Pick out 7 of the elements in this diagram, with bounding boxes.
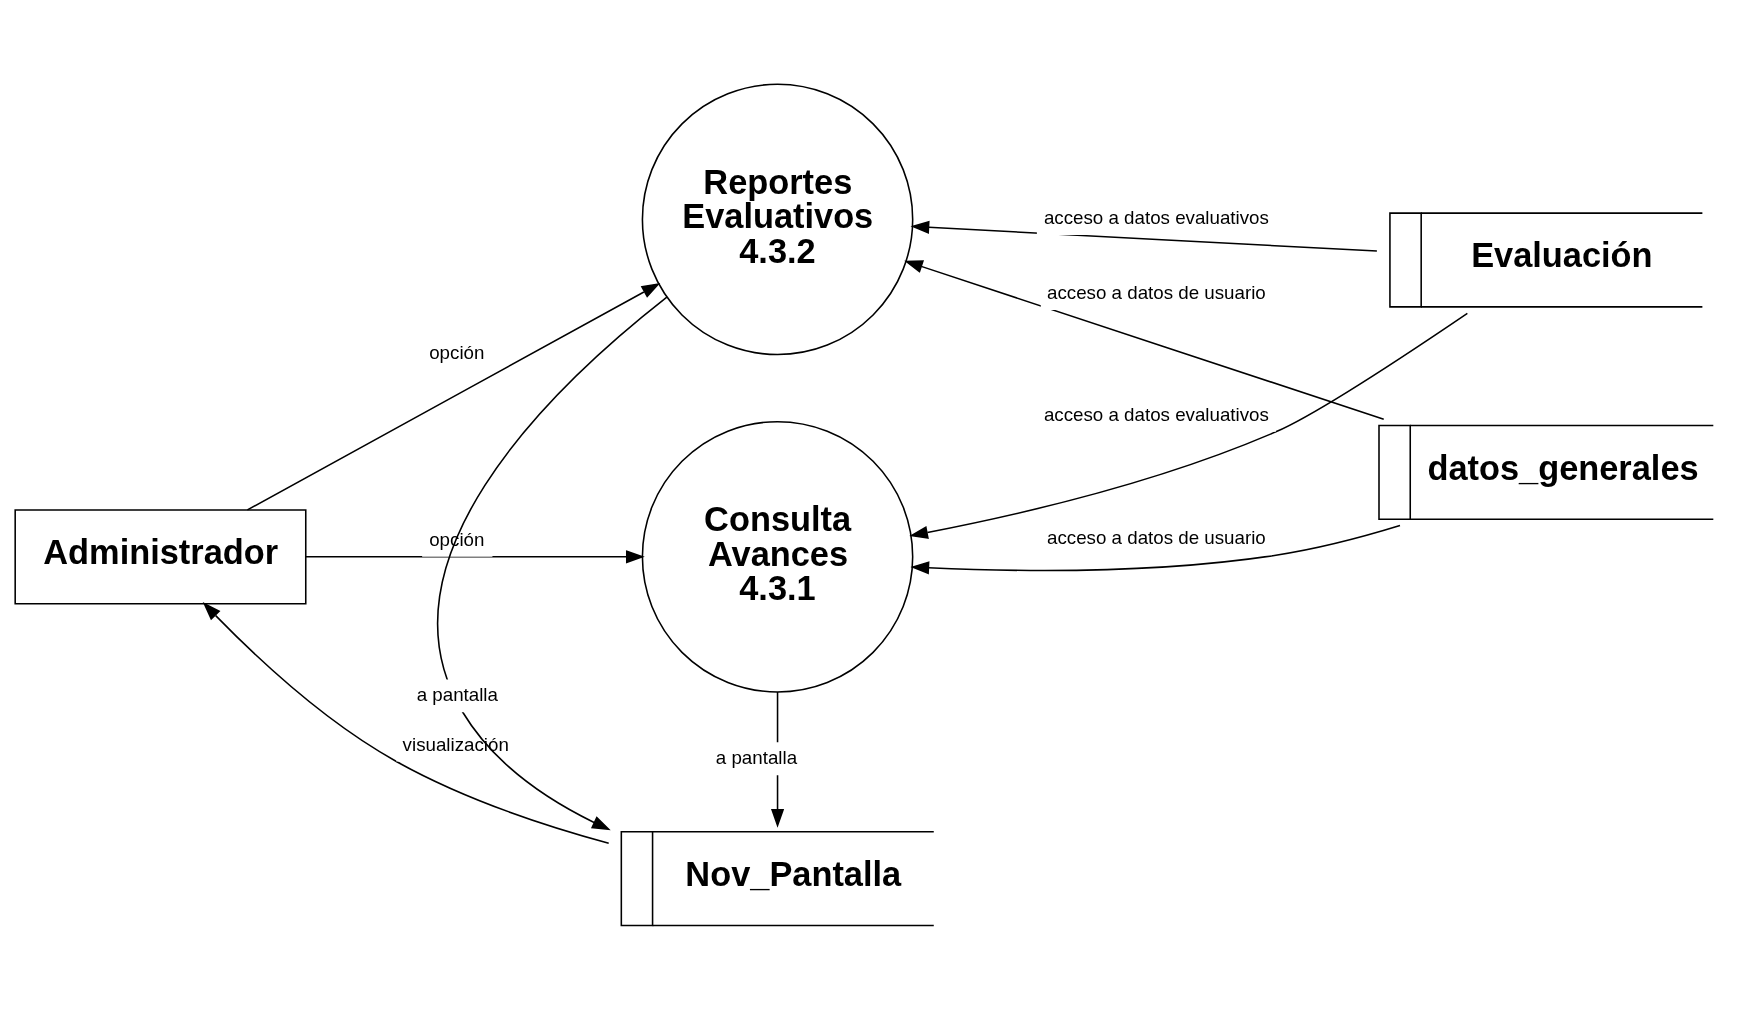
edge-label: a pantalla (416, 684, 498, 706)
edge-label: acceso a datos de usuario (1047, 282, 1266, 304)
edge-label: acceso a datos evaluativos (1043, 404, 1269, 426)
edge-label: opción (429, 341, 485, 363)
edge-label: acceso a datos evaluativos (1043, 207, 1269, 229)
edge-label: a pantalla (715, 747, 798, 769)
edge-label: acceso a datos de usuario (1047, 527, 1266, 549)
